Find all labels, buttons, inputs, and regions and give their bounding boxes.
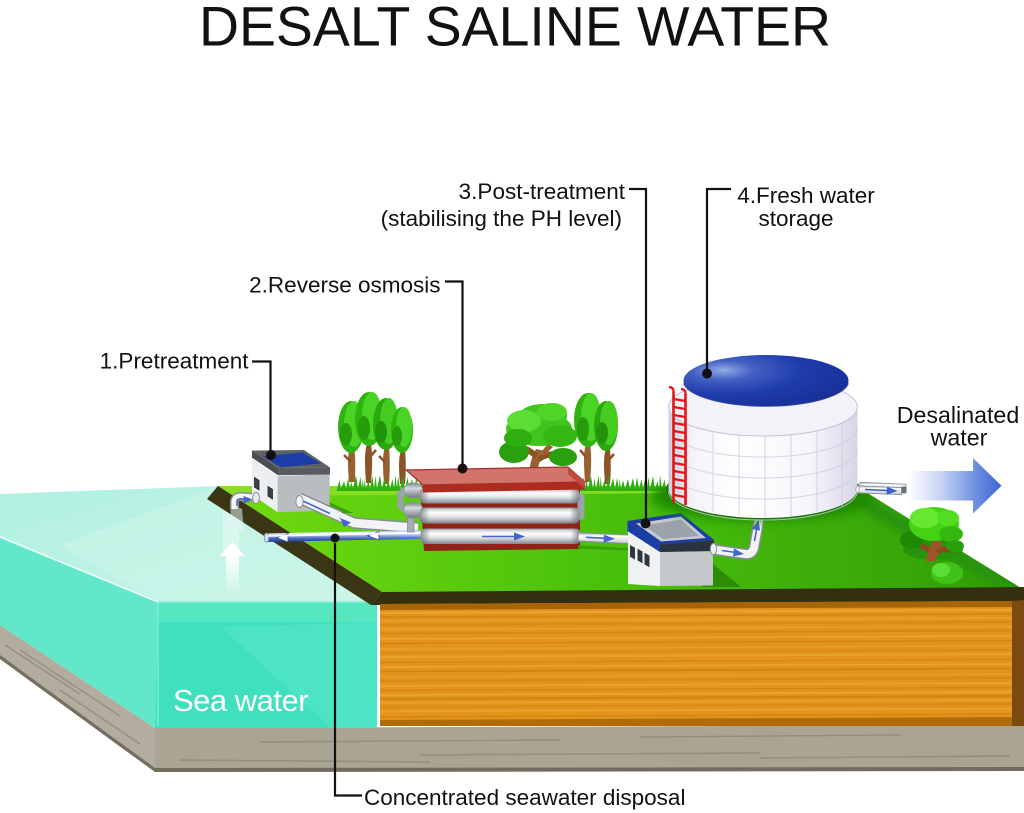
svg-text:DESALT SALINE WATER: DESALT SALINE WATER [199,0,831,58]
svg-text:3.Post-treatment: 3.Post-treatment [459,179,626,204]
svg-text:water: water [930,425,988,451]
svg-text:Concentrated seawater disposal: Concentrated seawater disposal [364,785,685,810]
svg-text:storage: storage [758,206,833,231]
svg-text:Desalinated: Desalinated [897,402,1019,428]
svg-text:1.Pretreatment: 1.Pretreatment [100,349,250,374]
svg-text:2.Reverse osmosis: 2.Reverse osmosis [249,273,440,298]
svg-text:4.Fresh water: 4.Fresh water [737,183,875,208]
svg-text:(stabilising the PH level): (stabilising the PH level) [381,206,622,231]
svg-text:Sea water: Sea water [173,683,308,718]
